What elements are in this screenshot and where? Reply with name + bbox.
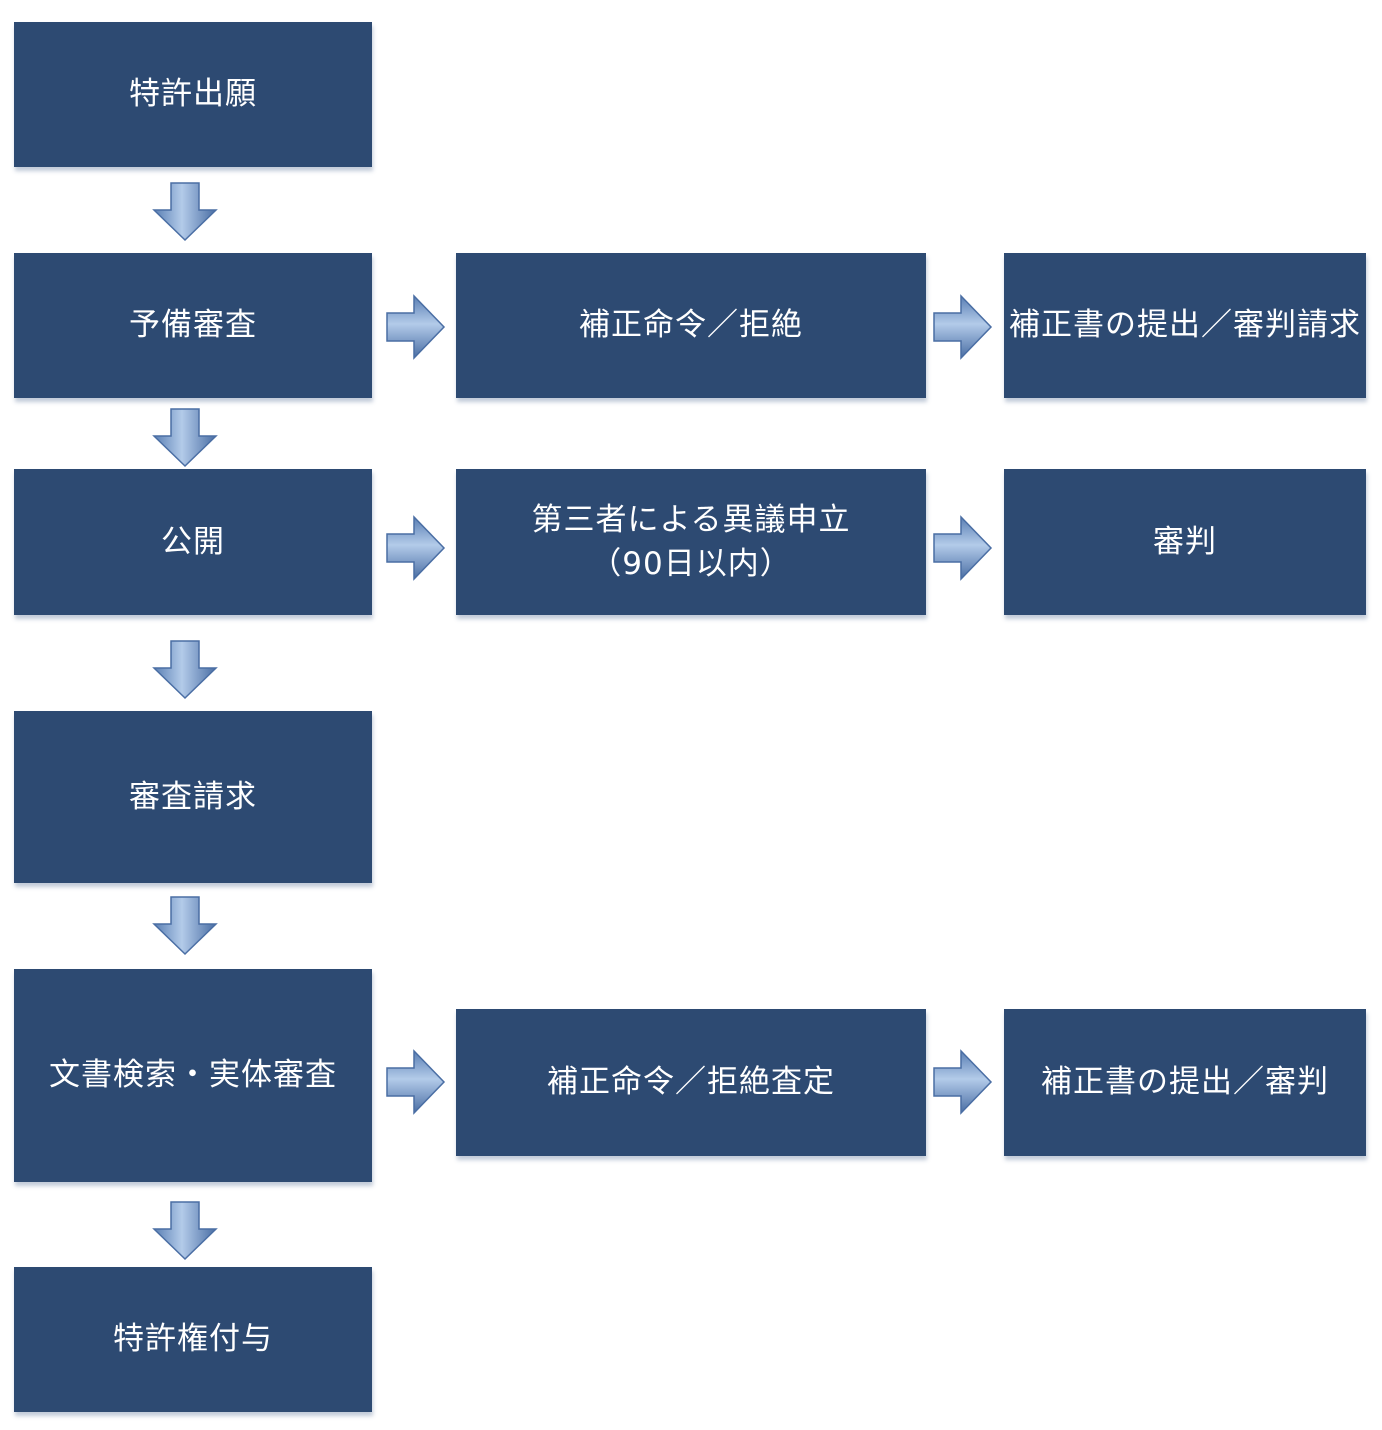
box-preliminary-examination: 予備審査 bbox=[14, 253, 372, 398]
box-label: 特許権付与 bbox=[113, 1321, 273, 1358]
box-label: 文書検索・実体審査 bbox=[49, 1057, 337, 1094]
box-patent-grant: 特許権付与 bbox=[14, 1267, 372, 1412]
box-label-line1: 第三者による異議申立 bbox=[531, 501, 851, 538]
arrow-right-icon bbox=[386, 515, 446, 581]
arrow-down-icon bbox=[152, 1201, 218, 1261]
box-prelim-amendment-order: 補正命令／拒絶 bbox=[456, 253, 926, 398]
arrow-right-icon bbox=[933, 515, 993, 581]
arrow-down-icon bbox=[152, 640, 218, 700]
arrow-down-icon bbox=[152, 896, 218, 956]
box-prelim-response: 補正書の提出／審判請求 bbox=[1004, 253, 1366, 398]
box-trial: 審判 bbox=[1004, 469, 1366, 615]
box-label: 予備審査 bbox=[129, 307, 257, 344]
box-label: 特許出願 bbox=[129, 76, 257, 113]
arrow-right-icon bbox=[933, 294, 993, 360]
box-label: 補正命令／拒絶査定 bbox=[547, 1064, 835, 1101]
arrow-down-icon bbox=[152, 182, 218, 242]
arrow-right-icon bbox=[386, 1049, 446, 1115]
box-patent-application: 特許出願 bbox=[14, 22, 372, 167]
box-final-response: 補正書の提出／審判 bbox=[1004, 1009, 1366, 1156]
box-final-amendment-order: 補正命令／拒絶査定 bbox=[456, 1009, 926, 1156]
box-publication: 公開 bbox=[14, 469, 372, 615]
box-examination-request: 審査請求 bbox=[14, 711, 372, 883]
arrow-right-icon bbox=[933, 1049, 993, 1115]
box-label: 補正書の提出／審判 bbox=[1041, 1064, 1329, 1101]
box-label: 補正書の提出／審判請求 bbox=[1009, 307, 1361, 344]
box-substantive-examination: 文書検索・実体審査 bbox=[14, 969, 372, 1182]
arrow-down-icon bbox=[152, 408, 218, 468]
box-third-party-opposition: 第三者による異議申立 （90日以内） bbox=[456, 469, 926, 615]
box-label: 公開 bbox=[161, 523, 225, 560]
box-label-line2: （90日以内） bbox=[590, 546, 792, 582]
box-label: 補正命令／拒絶 bbox=[579, 307, 803, 344]
box-label: 審判 bbox=[1153, 523, 1217, 560]
arrow-right-icon bbox=[386, 294, 446, 360]
box-label: 審査請求 bbox=[129, 778, 257, 815]
